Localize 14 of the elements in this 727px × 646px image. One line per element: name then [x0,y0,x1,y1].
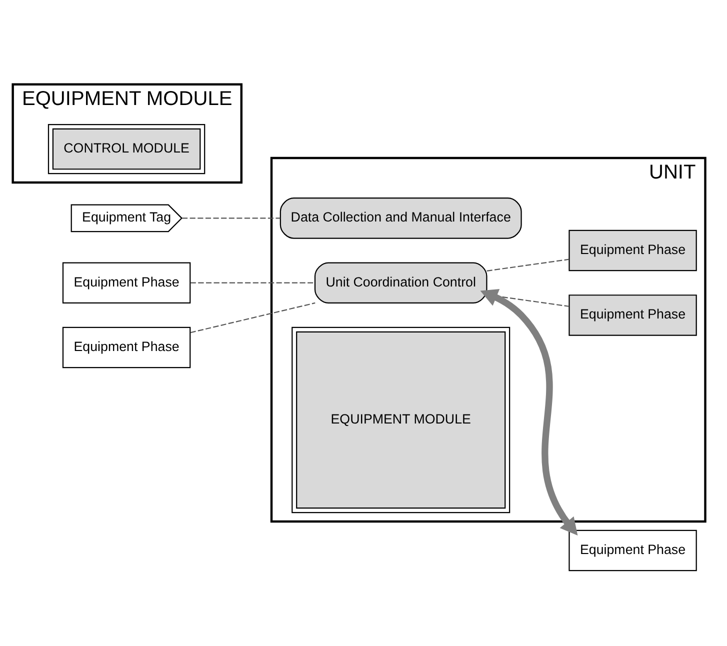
connector [190,282,315,284]
node-box: Data Collection and Manual Interface [280,198,522,239]
connector [190,302,316,334]
node-box: Unit Coordination Control [314,262,488,304]
node-box: Equipment Phase [62,262,191,304]
node-box: CONTROL MODULE [48,124,206,174]
node-box: Equipment Phase [568,530,697,572]
connector [182,218,280,219]
connector [486,258,570,272]
node-box: Equipment Phase [62,326,191,368]
node-box: Equipment Phase [568,294,697,336]
arrow [480,288,578,536]
node-box: Equipment Phase [568,230,697,272]
node-box: EQUIPMENT MODULE [292,326,510,514]
